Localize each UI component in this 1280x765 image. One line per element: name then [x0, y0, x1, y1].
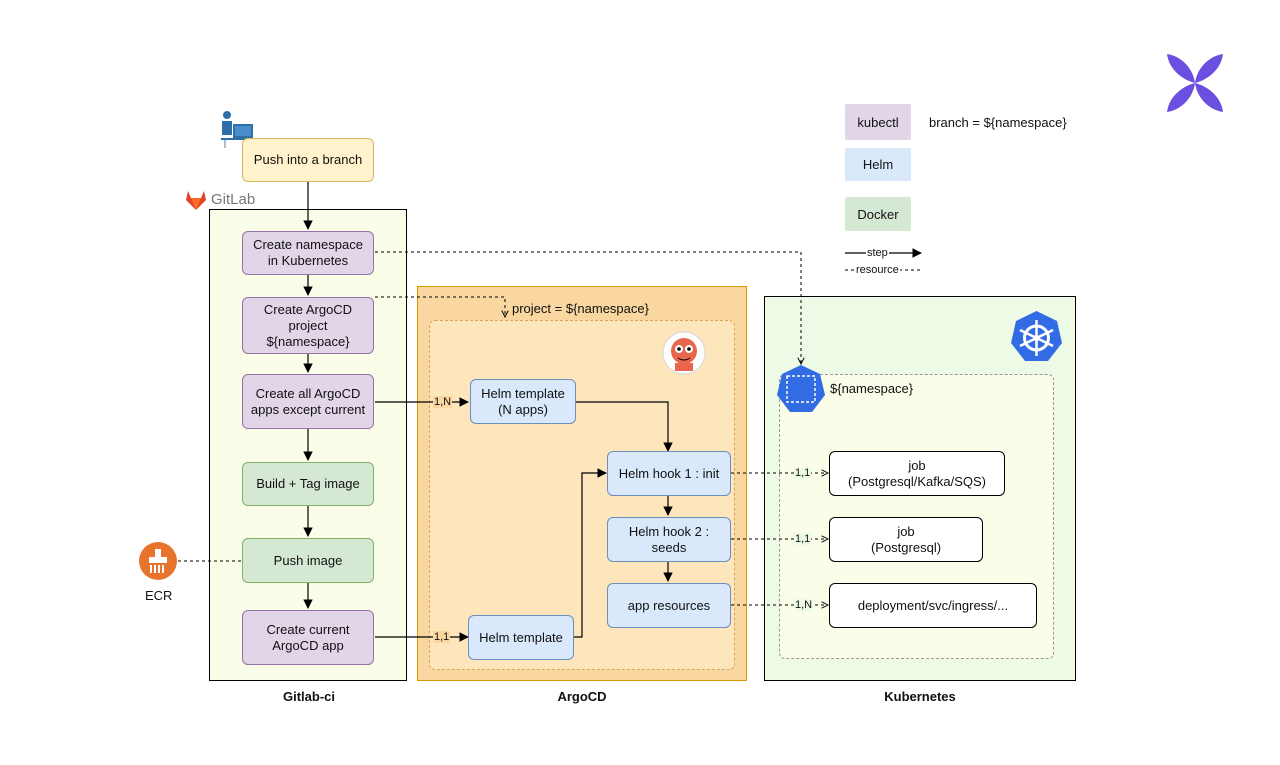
mult-current-to-template: 1,1 — [433, 631, 451, 643]
node-helm-template-n-apps: Helm template (N apps) — [470, 379, 576, 424]
argocd-icon — [662, 331, 706, 375]
legend-branch-note: branch = ${namespace} — [929, 115, 1067, 130]
mult-seeds-to-job2: 1,1 — [794, 533, 812, 545]
node-push-into-branch: Push into a branch — [242, 138, 374, 182]
node-create-argocd-project: Create ArgoCD project ${namespace} — [242, 297, 374, 354]
node-build-tag-image: Build + Tag image — [242, 462, 374, 506]
legend-resource-label: resource — [855, 264, 900, 276]
namespace-label: ${namespace} — [830, 381, 914, 396]
mult-init-to-job1: 1,1 — [794, 467, 812, 479]
node-helm-template: Helm template — [468, 615, 574, 660]
namespace-icon — [777, 365, 825, 412]
node-deployment: deployment/svc/ingress/... — [829, 583, 1037, 628]
lane-title-argocd: ArgoCD — [557, 689, 607, 704]
node-job-init: job (Postgresql/Kafka/SQS) — [829, 451, 1005, 496]
edge-template-to-init — [574, 468, 607, 638]
legend-step-label: step — [866, 247, 889, 259]
mult-apps-to-template-n: 1,N — [433, 396, 453, 408]
legend-helm: Helm — [845, 148, 911, 181]
node-helm-hook-seeds: Helm hook 2 : seeds — [607, 517, 731, 562]
mult-resources-to-deployment: 1,N — [794, 599, 814, 611]
node-app-resources: app resources — [607, 583, 731, 628]
node-job-seeds: job (Postgresql) — [829, 517, 983, 562]
gitlab-icon — [186, 191, 206, 210]
ecr-label: ECR — [145, 588, 173, 603]
ecr-icon — [139, 542, 177, 580]
developer-icon — [221, 111, 253, 148]
node-create-namespace: Create namespace in Kubernetes — [242, 231, 374, 275]
node-helm-hook-init: Helm hook 1 : init — [607, 451, 731, 496]
edge-template-n-to-init — [576, 401, 673, 452]
edge-namespace-to-k8s — [375, 251, 801, 364]
project-label: project = ${namespace} — [512, 301, 649, 316]
lane-title-kubernetes: Kubernetes — [884, 689, 956, 704]
kubernetes-icon — [1011, 311, 1062, 361]
legend-kubectl: kubectl — [845, 104, 911, 140]
brand-logo-icon — [1167, 54, 1223, 112]
lane-title-gitlab: Gitlab-ci — [282, 689, 335, 704]
legend-docker: Docker — [845, 197, 911, 231]
node-create-current-app: Create current ArgoCD app — [242, 610, 374, 665]
node-create-all-apps: Create all ArgoCD apps except current — [242, 374, 374, 429]
node-push-image: Push image — [242, 538, 374, 583]
edge-project-to-argocd — [375, 296, 505, 317]
gitlab-logo-text: GitLab — [211, 191, 256, 208]
